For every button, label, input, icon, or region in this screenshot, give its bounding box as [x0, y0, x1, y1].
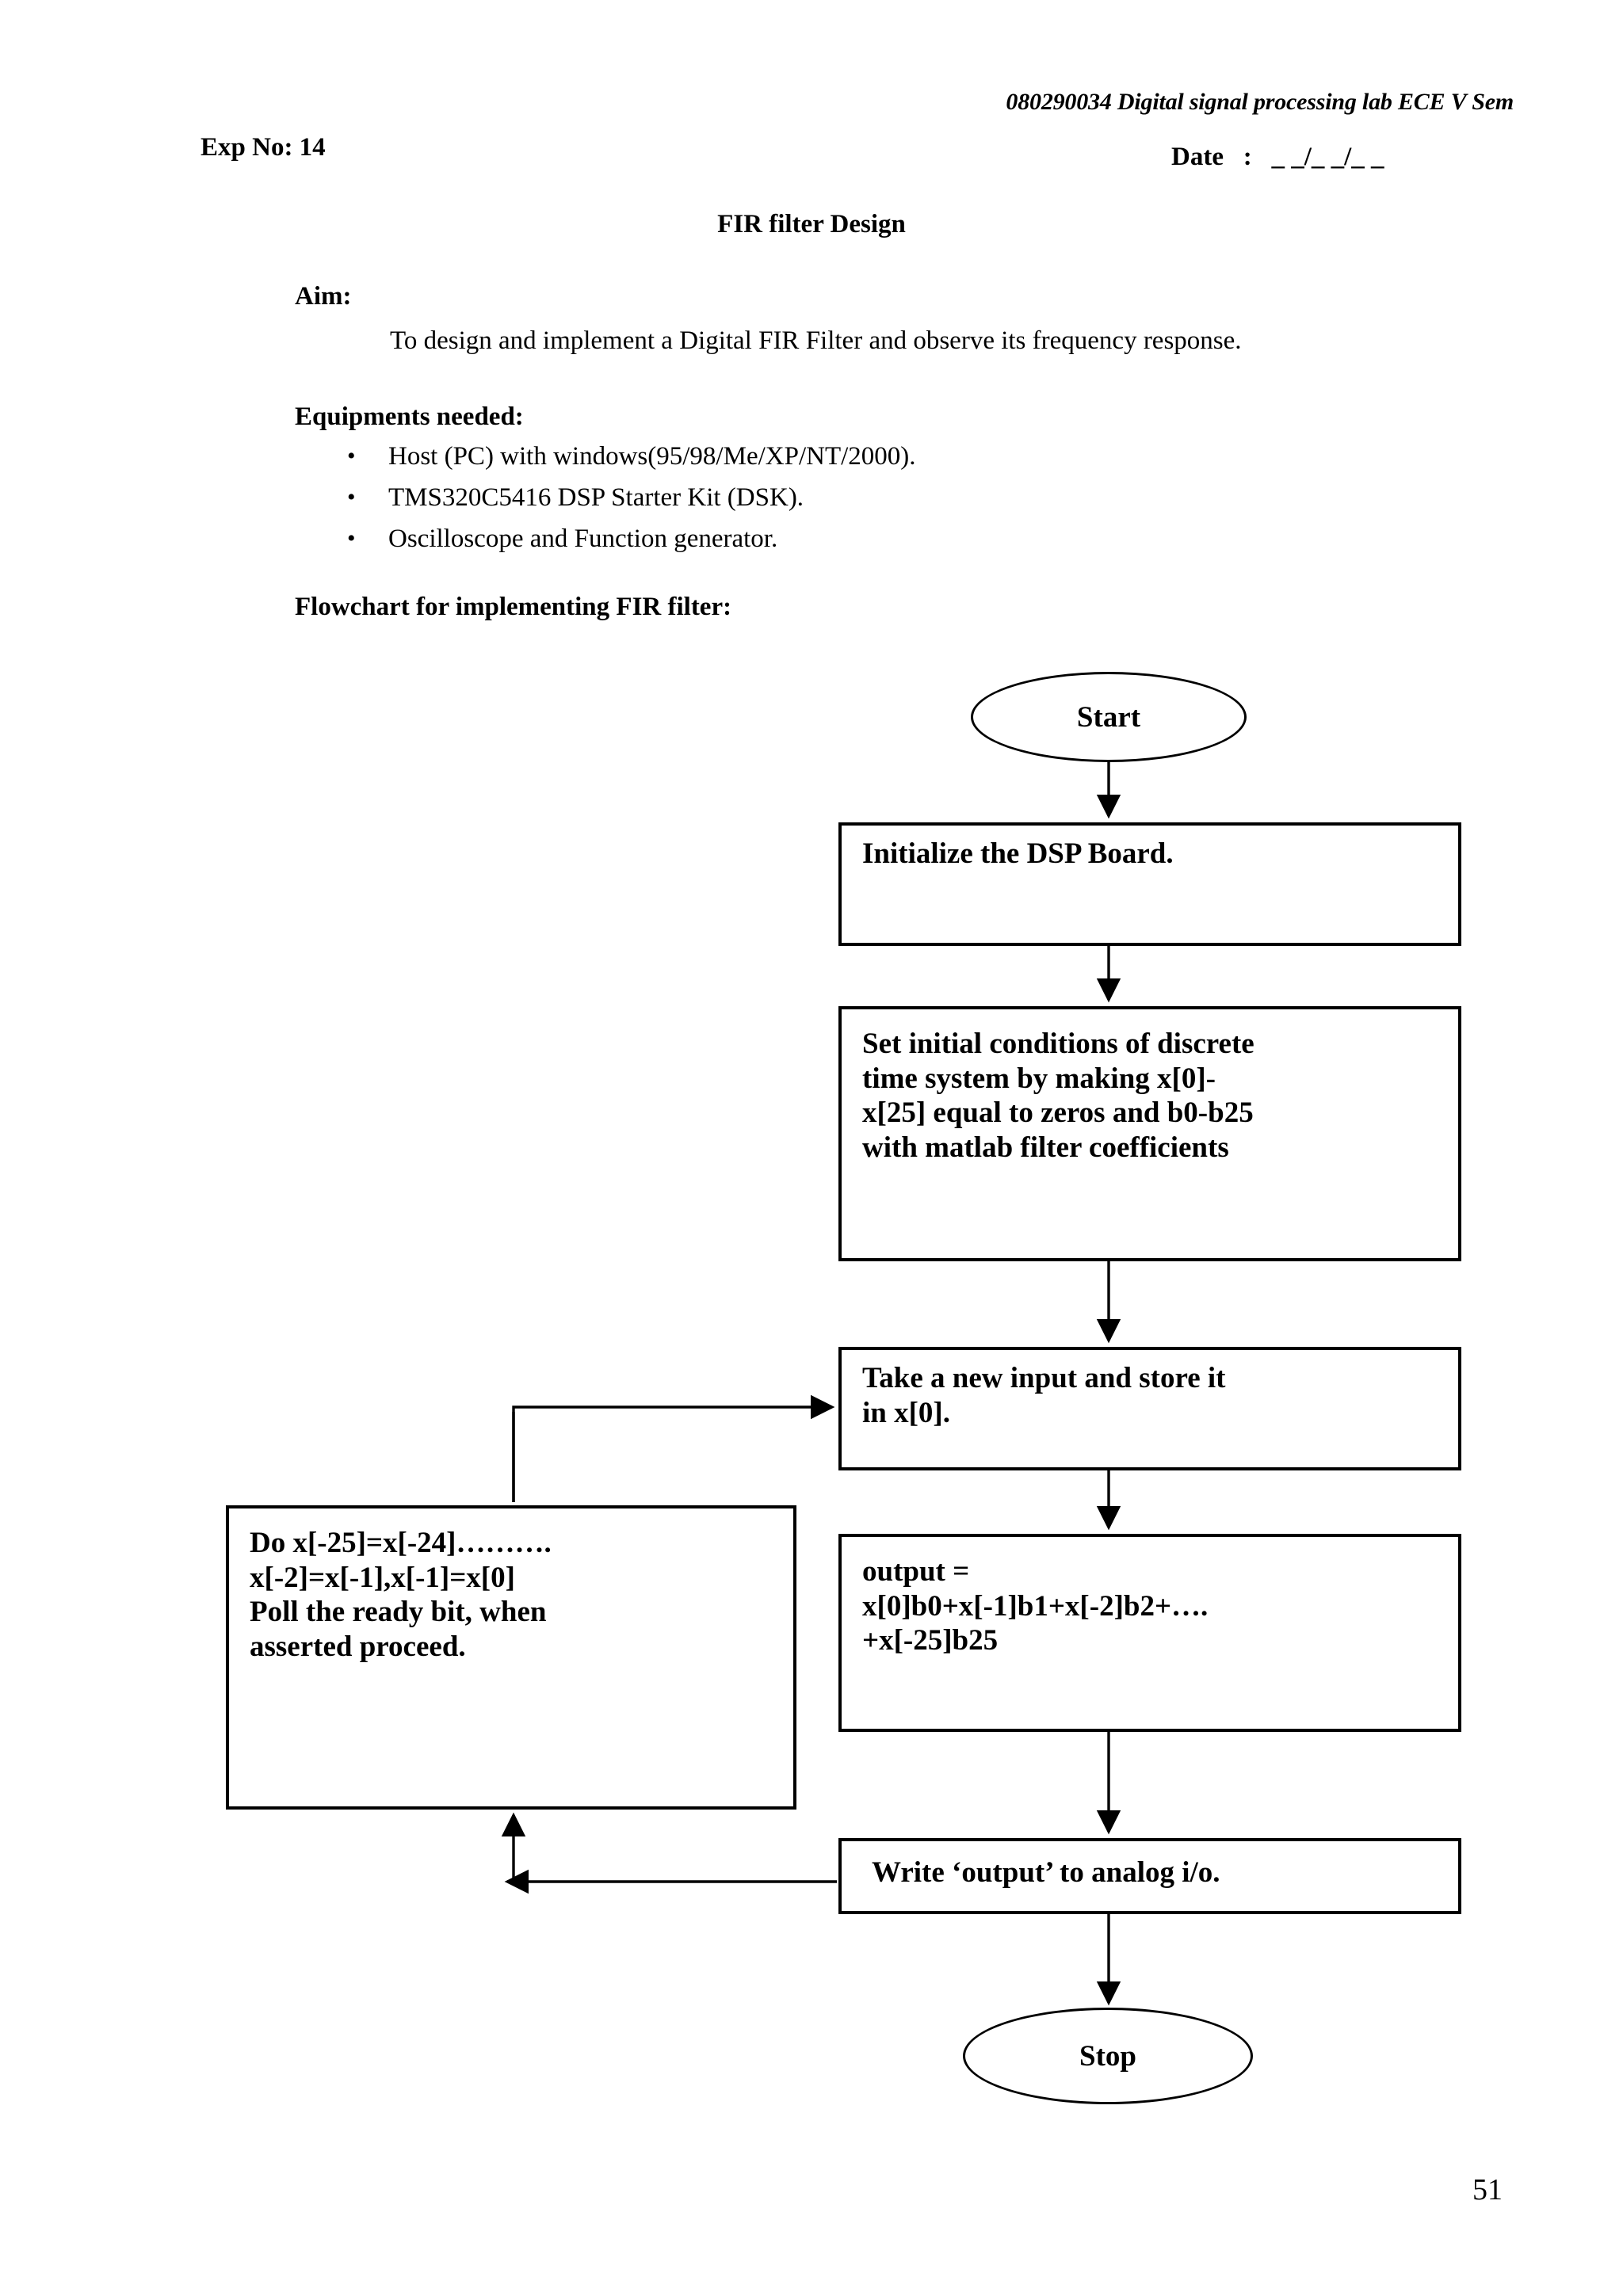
node-label: Stop [1079, 2039, 1136, 2073]
flowchart-node-stop: Stop [963, 2008, 1253, 2104]
flowchart-node-initialize: Initialize the DSP Board. [838, 822, 1461, 946]
aim-text: To design and implement a Digital FIR Fi… [390, 326, 1242, 355]
list-item-label: TMS320C5416 DSP Starter Kit (DSK). [388, 483, 804, 512]
bullet-icon: • [347, 484, 356, 510]
experiment-number: Exp No: 14 [200, 133, 326, 162]
flowchart-node-compute-output: output = x[0]b0+x[-1]b1+x[-2]b2+…. +x[-2… [838, 1534, 1461, 1732]
equipment-heading: Equipments needed: [295, 402, 524, 431]
flowchart-node-set-initial-conditions: Set initial conditions of discrete time … [838, 1006, 1461, 1261]
page-title: FIR filter Design [717, 210, 906, 238]
list-item: • Oscilloscope and Function generator. [295, 518, 916, 559]
flowchart-heading: Flowchart for implementing FIR filter: [295, 593, 732, 621]
flowchart-node-start: Start [971, 672, 1247, 762]
page-number: 51 [1472, 2173, 1503, 2206]
list-item: • Host (PC) with windows(95/98/Me/XP/NT/… [295, 436, 916, 477]
equipment-list: • Host (PC) with windows(95/98/Me/XP/NT/… [295, 436, 916, 559]
course-header: 080290034 Digital signal processing lab … [1006, 89, 1514, 115]
list-item: • TMS320C5416 DSP Starter Kit (DSK). [295, 477, 916, 518]
flowchart-node-take-input: Take a new input and store it in x[0]. [838, 1347, 1461, 1470]
node-label: Start [1076, 700, 1141, 734]
flowchart-node-write-output: Write ‘output’ to analog i/o. [838, 1838, 1461, 1914]
date-field: Date : _ _/_ _/_ _ [1171, 143, 1384, 171]
list-item-label: Host (PC) with windows(95/98/Me/XP/NT/20… [388, 442, 916, 471]
flowchart-node-shift-registers: Do x[-25]=x[-24]………. x[-2]=x[-1],x[-1]=x… [226, 1505, 796, 1810]
bullet-icon: • [347, 525, 356, 551]
list-item-label: Oscilloscope and Function generator. [388, 524, 778, 553]
aim-heading: Aim: [295, 282, 352, 311]
bullet-icon: • [347, 443, 356, 469]
